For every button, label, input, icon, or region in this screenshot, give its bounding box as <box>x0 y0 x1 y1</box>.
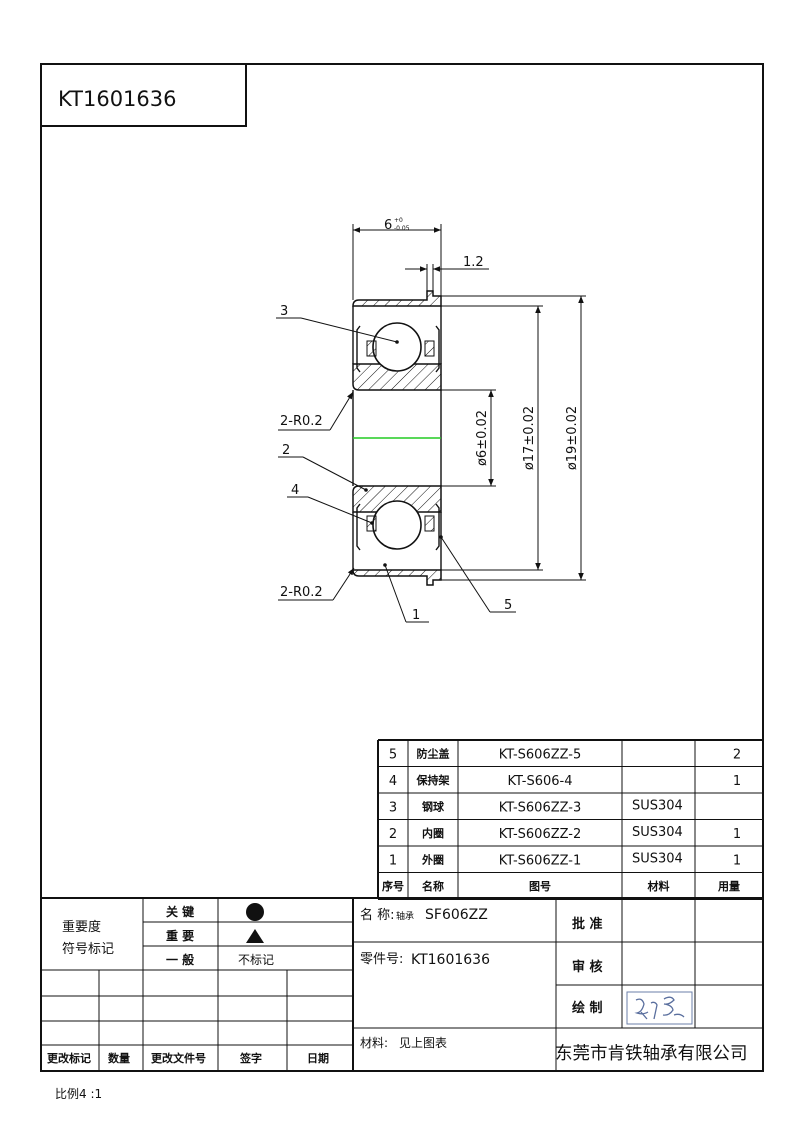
dimensions: 6 +0 -0.05 1.2 ø6±0.02 ø17±0.02 ø19±0.02… <box>278 217 586 601</box>
scale-label: 比例4 :1 <box>55 1087 102 1101</box>
callout-2: 2 <box>282 443 290 458</box>
drawing-frame <box>40 63 764 1072</box>
radius-label-bottom: 2-R0.2 <box>280 585 323 600</box>
bom-row-material: SUS304 <box>632 851 683 866</box>
title-block: 重要度 符号标记 关 键 重 要 一 般 不标记 更改标记 数量 更改文件号 签… <box>41 897 763 1071</box>
cage-bottom-right <box>424 515 435 532</box>
bearing-section-view <box>352 290 442 586</box>
part-callouts: 3 2 4 1 5 <box>276 304 516 623</box>
bom-header-drawing-number: 图号 <box>529 880 551 893</box>
no-mark-label: 不标记 <box>238 953 274 967</box>
draw-label: 绘 制 <box>572 1000 603 1016</box>
bom-header-number: 序号 <box>382 879 404 893</box>
quantity-header: 数量 <box>108 1051 130 1065</box>
steel-ball-top <box>372 322 422 372</box>
od-17-dimension: ø17±0.02 <box>522 406 537 470</box>
od-19-dimension: ø19±0.02 <box>565 406 580 470</box>
bom-row-quantity: 1 <box>733 774 741 789</box>
drafter-signature <box>626 991 693 1025</box>
material-value: 见上图表 <box>399 1036 447 1050</box>
material-label: 材料: <box>360 1036 388 1050</box>
shield-bottom-left <box>356 503 361 551</box>
bom-row-drawing-number: KT-S606ZZ-2 <box>499 827 582 842</box>
name-value: SF606ZZ <box>425 907 488 923</box>
level-important-label: 重 要 <box>166 928 194 943</box>
bom-row-name: 保持架 <box>416 773 450 787</box>
bom-row-drawing-number: KT-S606-4 <box>508 774 573 789</box>
signature-header: 签字 <box>239 1051 262 1065</box>
key-symbol-circle <box>246 903 264 921</box>
level-general-label: 一 般 <box>166 952 194 967</box>
shield-top-left <box>356 325 361 373</box>
level-key-label: 关 键 <box>166 904 194 919</box>
name-label: 名 称: <box>360 907 395 923</box>
bom-row-drawing-number: KT-S606ZZ-5 <box>499 747 582 762</box>
importance-label-2: 符号标记 <box>62 941 114 957</box>
bom-row-name: 防尘盖 <box>417 746 450 760</box>
part-number-value: KT1601636 <box>411 952 490 968</box>
bom-row-number: 1 <box>389 853 397 868</box>
date-header: 日期 <box>307 1051 329 1065</box>
company-name: 东莞市肯铁轴承有限公司 <box>555 1044 748 1064</box>
width-dimension: 6 <box>384 218 392 233</box>
width-tolerance-upper: +0 <box>394 217 403 224</box>
bom-header-name: 名称 <box>422 879 444 893</box>
bom-row-name: 内圈 <box>422 826 444 840</box>
bom-row-quantity: 1 <box>733 827 741 842</box>
cage-top-left <box>366 340 377 357</box>
bom-row-number: 3 <box>389 800 397 815</box>
importance-label-1: 重要度 <box>62 919 101 935</box>
name-prefix: 轴承 <box>396 910 414 922</box>
bom-row-number: 2 <box>389 827 397 842</box>
bom-row-number: 4 <box>389 774 397 789</box>
bom-row-name: 外圈 <box>421 852 444 866</box>
shield-bottom-right <box>435 503 440 551</box>
bom-header-quantity: 用量 <box>718 880 740 893</box>
shield-top-right <box>435 325 440 373</box>
approve-label: 批 准 <box>572 916 603 932</box>
bom-row-quantity: 1 <box>733 853 741 868</box>
callout-5: 5 <box>504 598 512 613</box>
bom-row-drawing-number: KT-S606ZZ-3 <box>499 800 582 815</box>
shield-offset-dimension: 1.2 <box>463 255 484 270</box>
inner-ring-top <box>352 363 442 391</box>
bom-row-name: 钢球 <box>422 799 445 813</box>
bom-row-number: 5 <box>389 747 397 762</box>
callout-3: 3 <box>280 304 288 319</box>
revision-doc-header: 更改文件号 <box>151 1051 206 1065</box>
drawing-number-box: KT1601636 <box>40 63 247 127</box>
outer-ring-bottom <box>352 569 442 586</box>
bom-row-material: SUS304 <box>632 825 683 840</box>
bom-row-material: SUS304 <box>632 798 683 813</box>
bom-row-quantity: 2 <box>733 747 741 762</box>
steel-ball-bottom <box>372 500 422 550</box>
important-symbol-triangle <box>246 929 264 943</box>
outer-ring-top <box>352 290 442 307</box>
review-label: 审 核 <box>572 959 603 975</box>
drawing-number: KT1601636 <box>58 87 177 111</box>
part-number-label: 零件号: <box>360 952 403 967</box>
bom-row-drawing-number: KT-S606ZZ-1 <box>499 853 582 868</box>
bore-dimension: ø6±0.02 <box>475 410 490 466</box>
radius-label-top: 2-R0.2 <box>280 414 323 429</box>
width-tolerance-lower: -0.05 <box>394 225 410 232</box>
callout-1: 1 <box>412 608 420 623</box>
cage-top-right <box>424 340 435 357</box>
bom-header-material: 材料 <box>648 879 670 893</box>
revision-mark-header: 更改标记 <box>47 1051 91 1065</box>
bill-of-materials: 5 防尘盖 KT-S606ZZ-5 2 4 保持架 KT-S606-4 1 3 钢球 KT-S606… <box>377 739 764 900</box>
callout-4: 4 <box>291 483 299 498</box>
